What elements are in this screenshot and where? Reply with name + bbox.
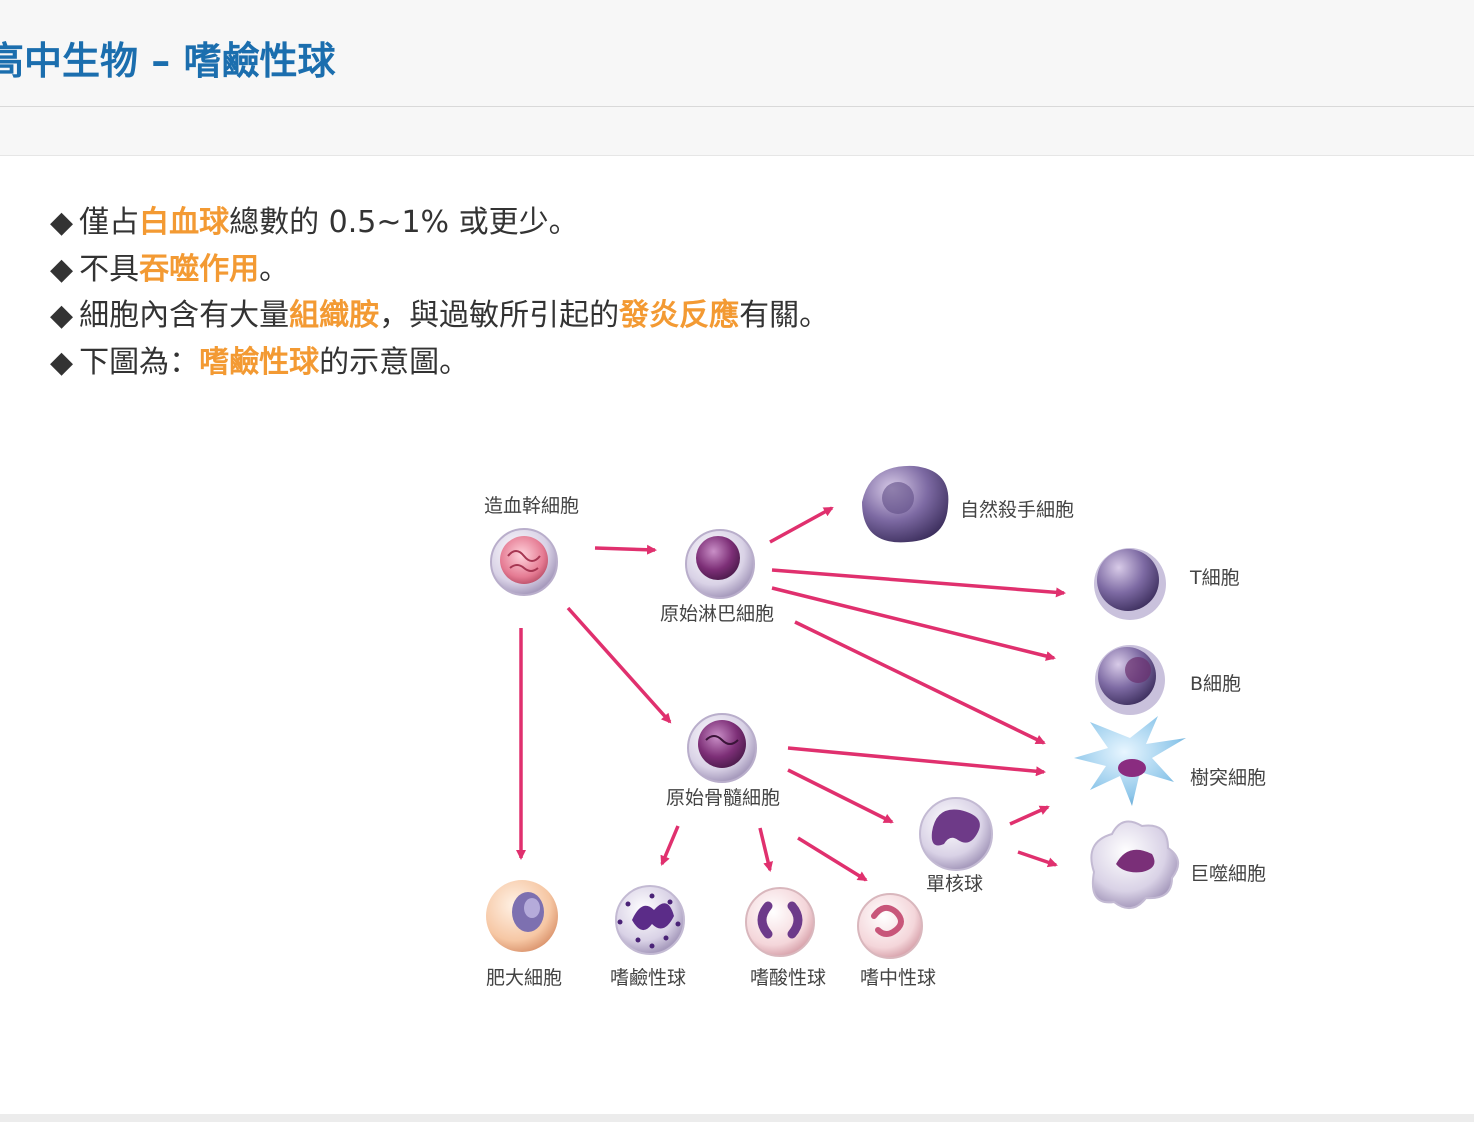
label-nk: 自然殺手細胞 (960, 499, 1074, 521)
label-macrophage: 巨噬細胞 (1190, 863, 1266, 885)
stem-cell-icon (490, 528, 558, 596)
header-bar: 高中生物 – 嗜鹼性球 (0, 0, 1474, 107)
eosinophil-icon (745, 887, 815, 957)
bullet-text: 。 (259, 251, 290, 287)
arrow-monocyte-to-dendritic (1009, 805, 1050, 826)
label-basophil: 嗜鹼性球 (610, 967, 686, 989)
highlight-text: 嗜鹼性球 (199, 344, 320, 380)
diamond-bullet-icon: ◆ (50, 344, 74, 380)
bullet-list: ◆僅占白血球總數的 0.5~1% 或更少。 ◆不具吞噬作用。 ◆細胞內含有大量組… (50, 200, 829, 386)
t-cell-icon (1094, 548, 1166, 620)
myeloid-progenitor-icon (687, 713, 757, 783)
bullet-item: ◆細胞內含有大量組織胺，與過敏所引起的發炎反應有關。 (50, 293, 829, 340)
dendritic-cell-icon (1074, 716, 1186, 806)
label-myeloid: 原始骨髓細胞 (666, 787, 780, 809)
lineage-svg: 造血幹細胞 原始淋巴細胞 自然殺手細胞 T細胞 B細胞 樹突細胞 巨噬細胞 (484, 465, 1266, 989)
bullet-text: 僅占 (79, 205, 140, 240)
label-b: B細胞 (1190, 673, 1241, 695)
lymphoid-progenitor-icon (685, 529, 755, 599)
footer-divider (0, 1114, 1474, 1122)
monocyte-icon (919, 797, 993, 871)
bullet-text: 總數的 0.5~1% 或更少。 (229, 205, 579, 240)
arrow-stem-to-myeloid (566, 606, 672, 724)
arrow-lymphoid-to-dendritic (794, 620, 1046, 745)
label-t: T細胞 (1189, 567, 1240, 589)
lineage-arrows (516, 506, 1066, 882)
arrow-lymphoid-to-b (771, 586, 1056, 661)
highlight-text: 組織胺 (289, 298, 380, 333)
sub-bar (0, 107, 1474, 156)
b-cell-icon (1095, 645, 1165, 715)
diamond-bullet-icon: ◆ (50, 251, 74, 287)
nk-cell-icon (862, 465, 949, 543)
blood-cell-lineage-diagram: 造血幹細胞 原始淋巴細胞 自然殺手細胞 T細胞 B細胞 樹突細胞 巨噬細胞 (470, 460, 1290, 1004)
arrow-myeloid-to-eosinophil (758, 827, 774, 872)
label-mast: 肥大細胞 (486, 967, 562, 989)
macrophage-icon (1090, 820, 1179, 909)
arrow-myeloid-to-basophil (660, 825, 680, 866)
diamond-bullet-icon: ◆ (50, 205, 74, 240)
bullet-text: 細胞內含有大量 (79, 298, 290, 333)
bullet-item: ◆僅占白血球總數的 0.5~1% 或更少。 (50, 200, 829, 247)
highlight-text: 吞噬作用 (139, 251, 260, 287)
bullet-text: 的示意圖。 (319, 344, 470, 380)
highlight-text: 白血球 (139, 205, 230, 240)
bullet-item: ◆下圖為：嗜鹼性球的示意圖。 (50, 340, 829, 387)
bullet-text: 有關。 (739, 298, 830, 333)
label-eosinophil: 嗜酸性球 (750, 967, 826, 989)
label-stem: 造血幹細胞 (484, 495, 579, 517)
bullet-item: ◆不具吞噬作用。 (50, 247, 829, 294)
mast-cell-icon (486, 880, 558, 952)
arrow-lymphoid-to-t (771, 568, 1066, 598)
label-monocyte: 單核球 (926, 873, 983, 895)
arrow-myeloid-to-dendritic (787, 746, 1046, 777)
arrow-lymphoid-to-nk (769, 506, 834, 544)
neutrophil-icon (857, 893, 923, 959)
label-neutrophil: 嗜中性球 (860, 967, 936, 989)
bullet-text: 不具 (79, 251, 140, 287)
arrow-monocyte-to-macrophage (1017, 850, 1058, 868)
arrow-stem-to-lymphoid (594, 544, 657, 555)
basophil-icon (615, 885, 685, 955)
label-dendritic: 樹突細胞 (1190, 767, 1266, 789)
bullet-text: 下圖為： (79, 344, 200, 380)
arrow-myeloid-to-neutrophil (797, 836, 868, 882)
highlight-text: 發炎反應 (619, 298, 740, 333)
bullet-text: ，與過敏所引起的 (379, 298, 620, 333)
label-lymphoid: 原始淋巴細胞 (660, 603, 774, 625)
diamond-bullet-icon: ◆ (50, 298, 74, 333)
page-title: 高中生物 – 嗜鹼性球 (0, 39, 336, 83)
arrow-myeloid-to-monocyte (787, 768, 894, 824)
